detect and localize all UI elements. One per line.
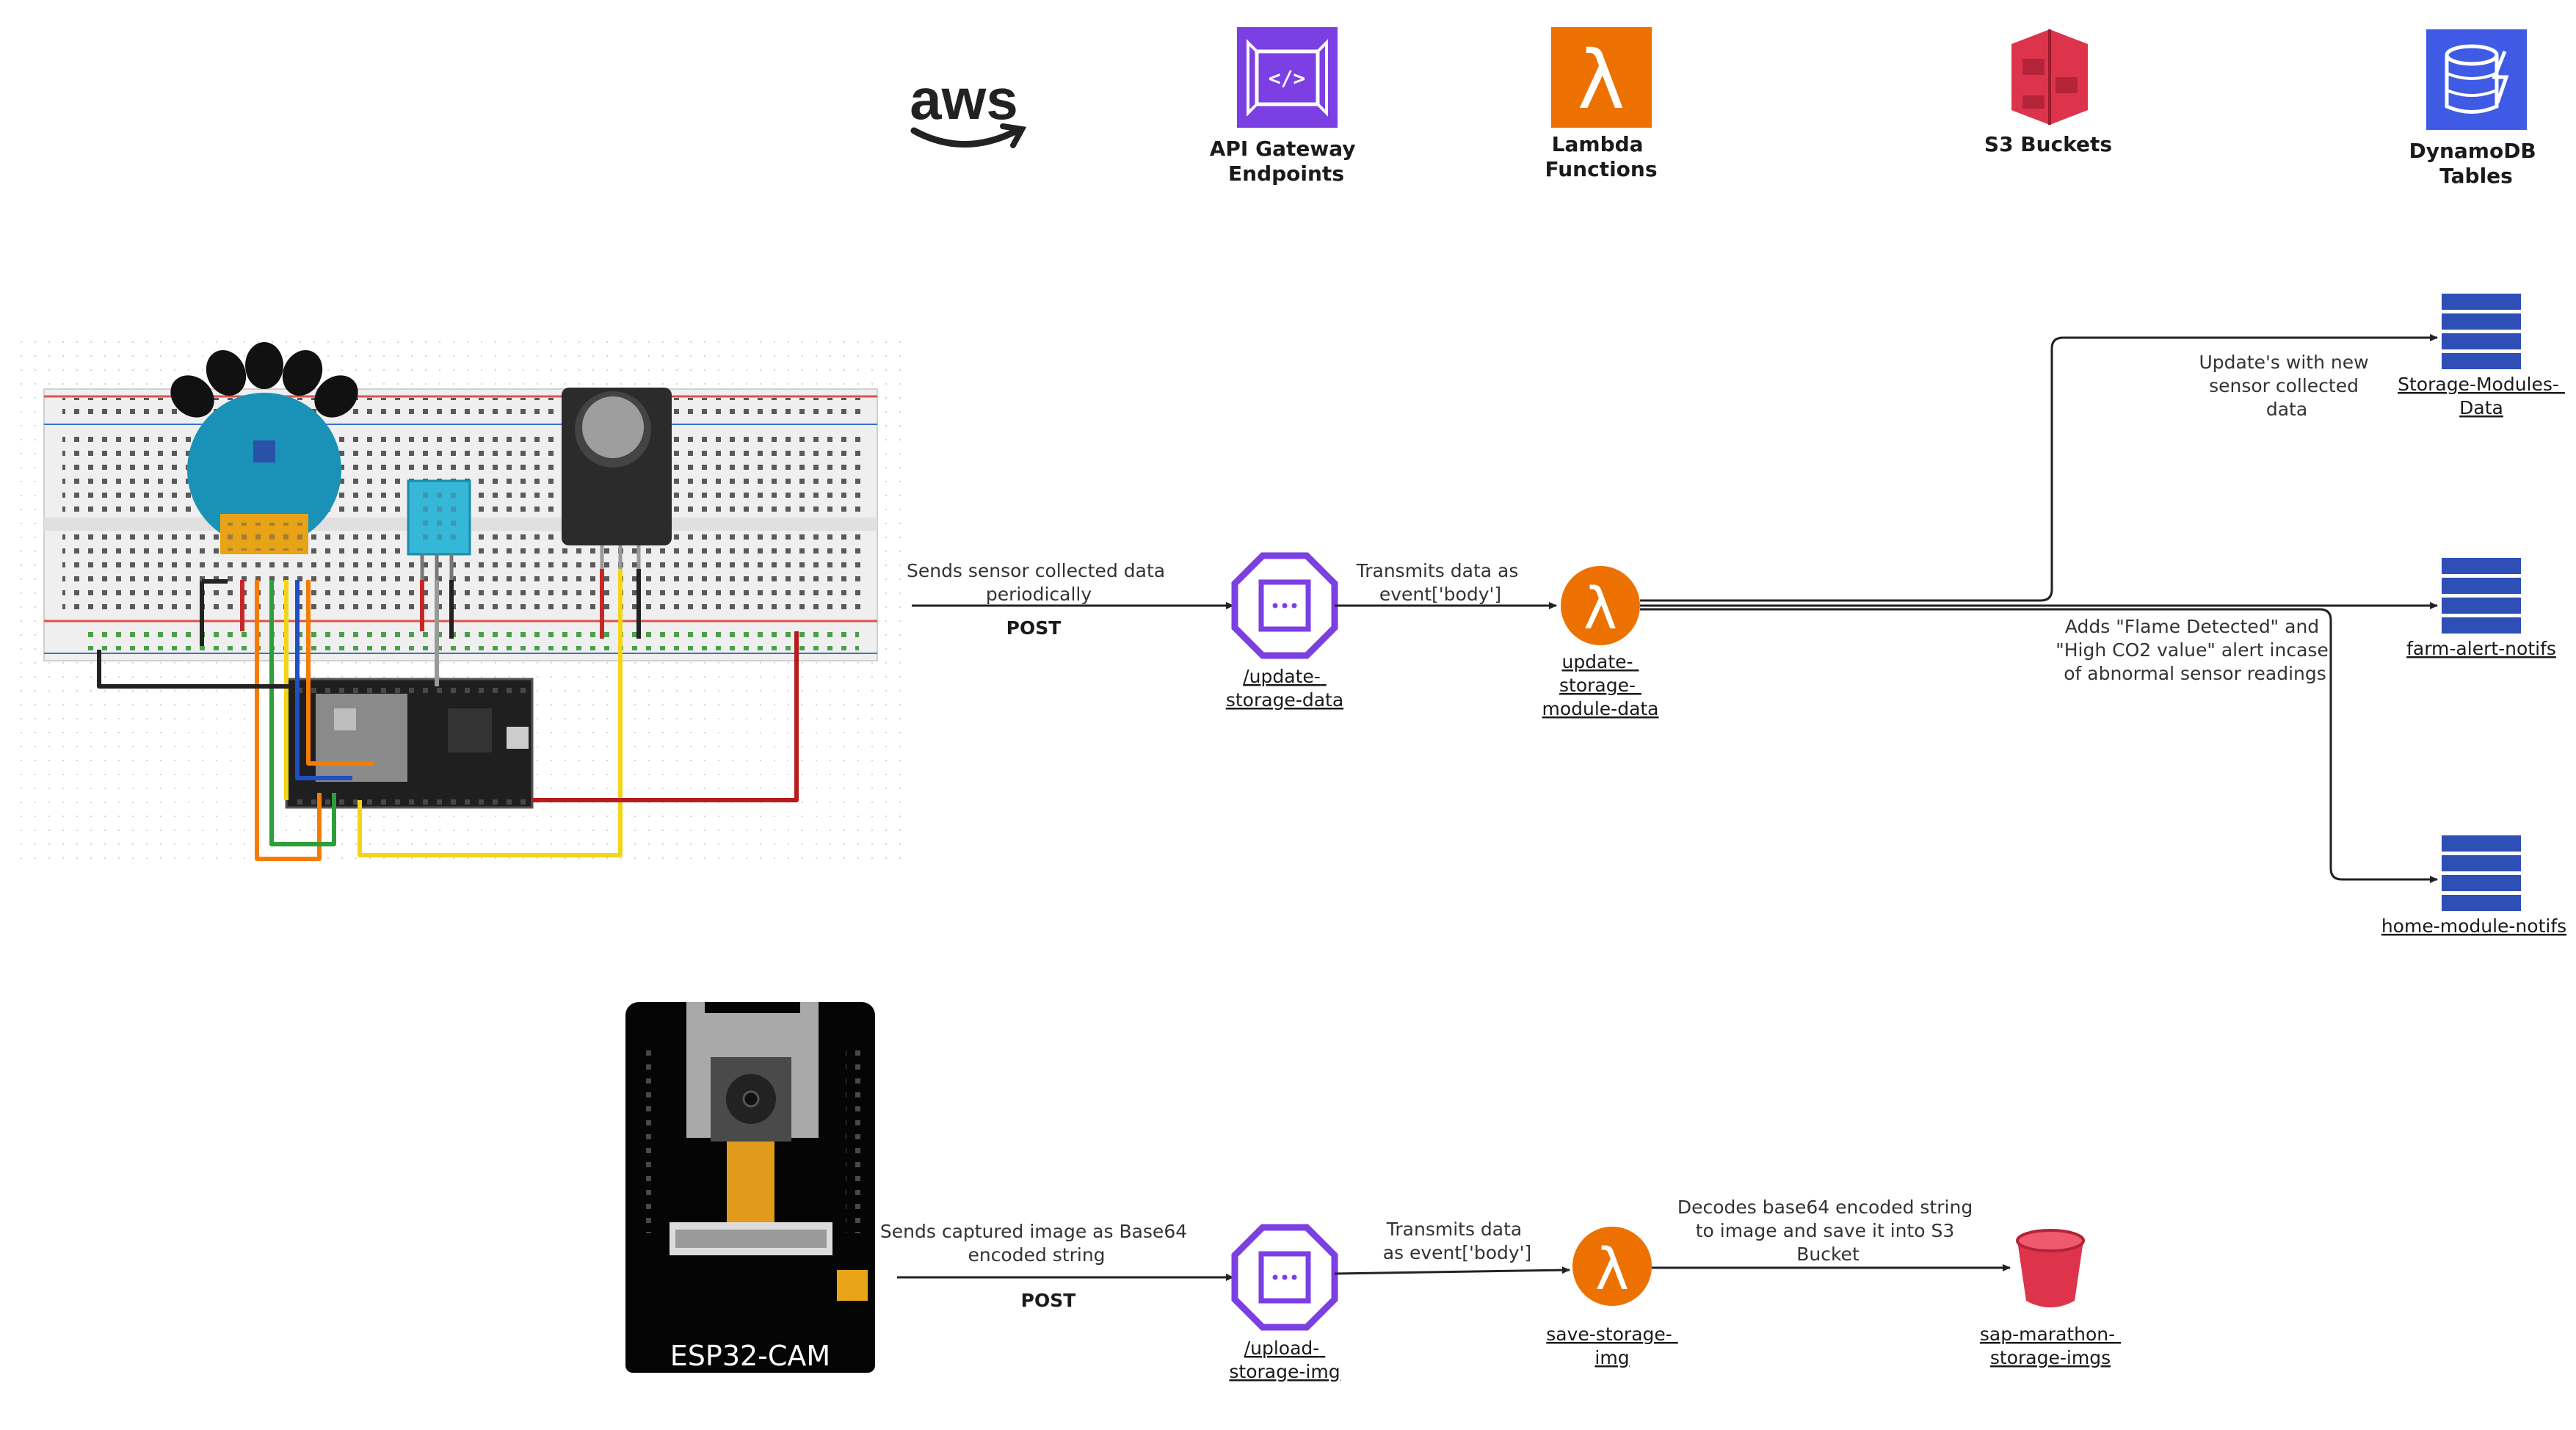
edge-upload-endpoint-to-lambda (1334, 1266, 1570, 1275)
farm-alert-notifs-table-icon (2442, 558, 2521, 634)
s3-bucket-icon (2011, 29, 2088, 125)
edge-alert-label: Adds "Flame Detected" and "High CO2 valu… (2056, 616, 2334, 684)
home-module-notifs-table-icon (2442, 835, 2521, 911)
esp32-cam-board (625, 1002, 875, 1373)
edge-lambda-to-storage-modules-data (1640, 334, 2438, 602)
update-storage-data-endpoint-icon (1231, 552, 1338, 659)
svg-text:λ: λ (1577, 33, 1625, 127)
svg-text:λ: λ (1595, 1237, 1629, 1303)
update-storage-data-endpoint-label[interactable]: /update- storage-data (1226, 666, 1343, 711)
lambda-legend-label: Lambda Functions (1545, 132, 1657, 181)
update-storage-module-data-lambda-icon: λ (1561, 566, 1640, 645)
storage-modules-data-table-label[interactable]: Storage-Modules- Data (2398, 374, 2565, 418)
esp32-cam-label: ESP32-CAM (670, 1340, 830, 1372)
sap-marathon-bucket-label[interactable]: sap-marathon- storage-imgs (1980, 1324, 2121, 1368)
svg-text:λ: λ (1583, 576, 1617, 642)
circuit-wires (97, 569, 799, 861)
edge-s3-label: Decodes base64 encoded string to image a… (1677, 1197, 1978, 1265)
home-module-notifs-table-label[interactable]: home-module-notifs (2381, 915, 2566, 937)
save-storage-img-lambda-icon: λ (1572, 1227, 1652, 1306)
update-storage-module-data-lambda-label[interactable]: update- storage- module-data (1542, 651, 1658, 719)
sap-marathon-bucket-icon (2016, 1229, 2085, 1307)
dynamodb-legend-icon (2426, 29, 2527, 130)
aws-logo-text: aws (910, 67, 1017, 131)
dht-sensor (407, 479, 471, 580)
storage-modules-data-table-icon (2442, 294, 2521, 369)
upload-storage-img-endpoint-label[interactable]: /upload- storage-img (1229, 1338, 1340, 1382)
edge-sensor-label: Sends sensor collected data periodically (907, 560, 1171, 605)
save-storage-img-lambda-label[interactable]: save-storage- img (1546, 1324, 1678, 1368)
edge-camera-label: Sends captured image as Base64 encoded s… (880, 1221, 1193, 1266)
edge-sensor-method: POST (1006, 617, 1062, 639)
edge-camera-method: POST (1021, 1290, 1076, 1311)
lambda-legend-icon: λ (1551, 27, 1652, 128)
edge-lambda-to-home-module-notifs (1640, 608, 2438, 883)
esp32-board (285, 678, 534, 809)
aws-logo: aws (910, 67, 1027, 148)
svg-text:</>: </> (1269, 66, 1306, 90)
edge-storage-modules-label: Update's with new sensor collected data (2199, 352, 2375, 420)
gas-sensor (562, 388, 672, 569)
edge-upload-lambda-label: Transmits data as event['body'] (1383, 1219, 1532, 1263)
api-gateway-legend-label: API Gateway Endpoints (1210, 137, 1363, 186)
farm-alert-notifs-table-label[interactable]: farm-alert-notifs (2406, 638, 2556, 659)
dynamodb-legend-label: DynamoDB Tables (2409, 139, 2543, 188)
flame-sensor (170, 342, 358, 554)
sensor-circuit-illustration (18, 338, 910, 870)
s3-legend-label: S3 Buckets (1984, 132, 2112, 156)
upload-storage-img-endpoint-icon (1231, 1224, 1338, 1331)
api-gateway-legend-icon: </> (1237, 27, 1338, 128)
edge-endpoint-lambda-label: Transmits data as event['body'] (1356, 560, 1525, 605)
